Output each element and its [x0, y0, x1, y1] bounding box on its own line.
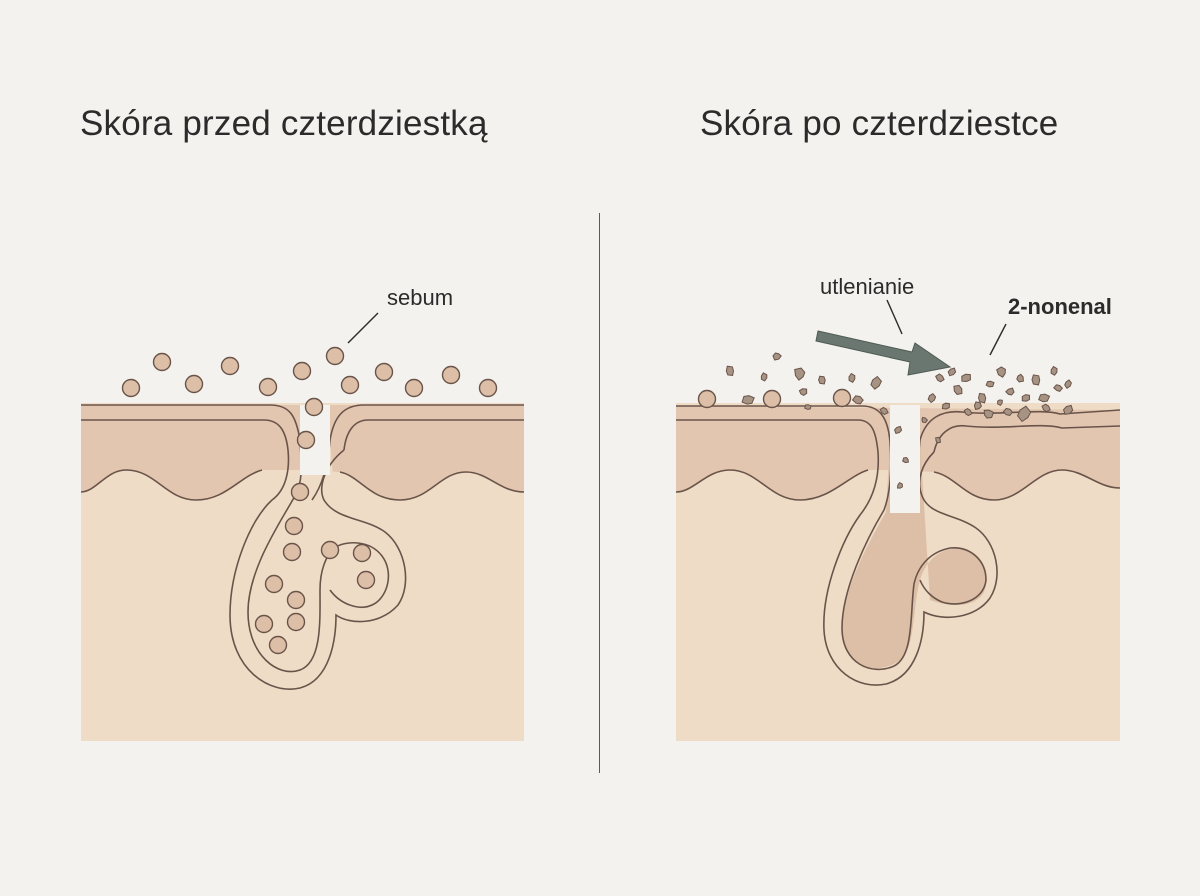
- sebum-particle: [352, 543, 372, 563]
- oxidized-particle: [973, 401, 982, 411]
- oxidized-particle: [1038, 393, 1051, 403]
- title-after-forty: Skóra po czterdziestce: [700, 104, 1059, 143]
- oxidized-particle: [1017, 405, 1032, 423]
- nonenal-label: 2-nonenal: [1008, 294, 1112, 319]
- oxidized-particle: [725, 365, 735, 377]
- panel-divider: [599, 213, 600, 773]
- oxidized-particle: [848, 372, 856, 383]
- sebum-particle: [478, 378, 498, 398]
- oxidized-particle: [997, 399, 1003, 407]
- right-oxidized-particles: [697, 352, 1074, 489]
- oxidized-particle: [1031, 374, 1041, 386]
- sebum-particle: [254, 614, 274, 634]
- oxidized-particle: [1062, 404, 1074, 415]
- oxidation-arrow: [815, 330, 952, 376]
- oxidized-particle: [1002, 407, 1014, 416]
- sebum-particle: [152, 352, 172, 372]
- oxidized-particle: [953, 384, 963, 395]
- oxidized-particle: [894, 425, 903, 434]
- oxidized-particle: [985, 380, 995, 388]
- oxidized-particle: [1005, 387, 1015, 396]
- oxidized-particle: [741, 395, 755, 405]
- oxidized-particle: [1021, 394, 1030, 402]
- oxidized-particle: [879, 406, 889, 415]
- nonenal-callout-line: [989, 323, 1007, 356]
- oxidized-particle: [961, 373, 971, 383]
- oxidized-particle: [1016, 373, 1024, 383]
- oxidized-particle: [896, 481, 903, 489]
- sebum-particle: [286, 590, 306, 610]
- sebum-particle: [292, 361, 312, 381]
- oxidized-particle: [1053, 384, 1064, 392]
- oxidized-particle: [794, 367, 806, 381]
- oxidized-particle: [921, 416, 929, 424]
- sebum-particle: [268, 635, 288, 655]
- oxidized-particle: [935, 373, 945, 383]
- oxidized-particle: [851, 395, 864, 405]
- sebum-particle: [340, 375, 360, 395]
- oxidized-particle: [798, 388, 808, 396]
- sebum-particle: [286, 612, 306, 632]
- oxidized-particle: [1064, 379, 1072, 389]
- oxidized-particle: [1050, 365, 1058, 376]
- oxidized-particle: [947, 367, 957, 377]
- right-follicle: [842, 440, 987, 669]
- sebum-particle: [284, 516, 304, 536]
- sebum-particle: [121, 378, 141, 398]
- oxidized-particle: [772, 352, 782, 361]
- oxidized-particle: [941, 402, 950, 410]
- oxidized-particle: [870, 375, 882, 390]
- left-sebum-particles: [121, 346, 498, 655]
- left-follicle: [247, 440, 377, 670]
- oxidized-particle: [804, 404, 812, 410]
- oxidized-particle: [927, 393, 937, 404]
- left-follicle-outer-wall: [229, 449, 407, 690]
- right-follicle-outer-wall: [823, 451, 998, 686]
- oxidized-particle: [983, 409, 995, 419]
- sebum-particle: [320, 540, 340, 560]
- sebum-particle: [290, 482, 310, 502]
- sebum-particle: [258, 377, 278, 397]
- sebum-particle: [325, 346, 345, 366]
- sebum-particle: [762, 389, 782, 409]
- sebum-particle: [264, 574, 284, 594]
- sebum-particle: [441, 365, 461, 385]
- left-skin-diagram: sebum: [81, 285, 524, 741]
- sebum-particle: [282, 542, 302, 562]
- oxidized-particle: [760, 372, 768, 382]
- title-before-forty: Skóra przed czterdziestką: [80, 104, 488, 143]
- oxidized-particle: [935, 436, 941, 444]
- sebum-particle: [184, 374, 204, 394]
- sebum-particle: [356, 570, 376, 590]
- oxidation-label: utlenianie: [820, 274, 914, 299]
- oxidized-particle: [963, 408, 973, 417]
- sebum-particle: [832, 388, 852, 408]
- sebum-particle: [296, 430, 316, 450]
- left-surface-inner-line: [81, 419, 524, 451]
- oxidation-callout-line: [886, 299, 903, 335]
- right-surface-inner-line: [676, 419, 1120, 453]
- oxidized-particle: [1041, 403, 1051, 413]
- oxidized-particle: [818, 375, 826, 385]
- sebum-particle: [220, 356, 240, 376]
- right-skin-diagram: utlenianie 2-nonenal: [676, 274, 1120, 741]
- sebum-particle: [374, 362, 394, 382]
- left-surface-line: [81, 404, 524, 441]
- sebum-particle: [404, 378, 424, 398]
- sebum-particle: [697, 389, 717, 409]
- oxidized-particle: [996, 366, 1006, 378]
- oxidized-particle: [977, 392, 987, 404]
- oxidized-particle: [902, 456, 909, 464]
- right-wave-line: [676, 469, 1120, 501]
- left-wave-line: [81, 469, 524, 501]
- sebum-callout-line: [347, 312, 379, 344]
- sebum-label: sebum: [387, 285, 453, 310]
- sebum-particle: [304, 397, 324, 417]
